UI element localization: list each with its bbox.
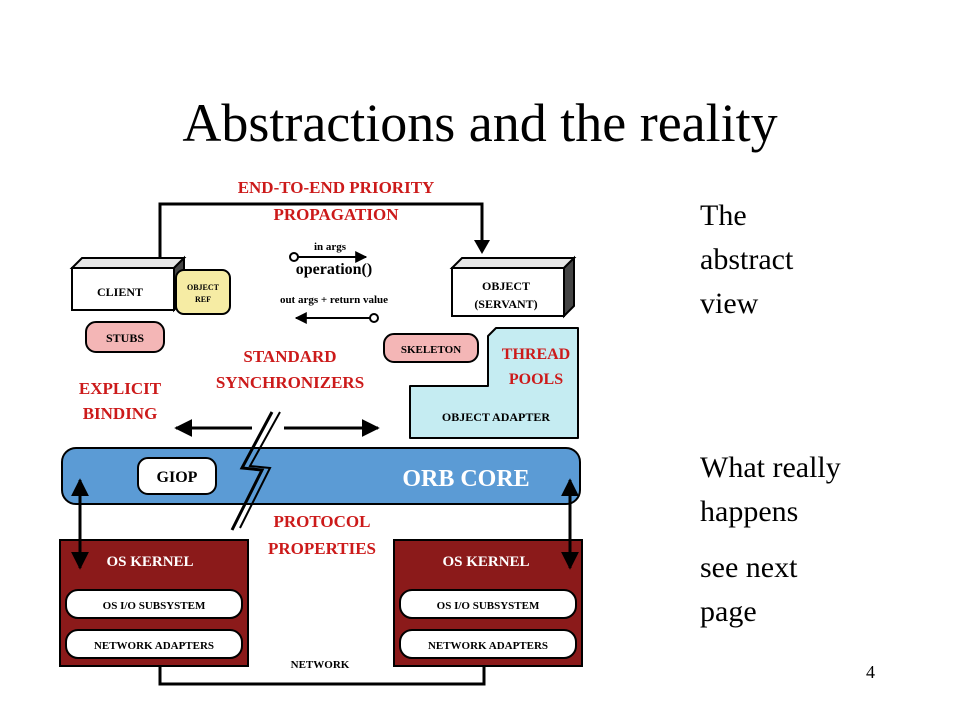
skeleton-box: [383, 333, 479, 363]
reality-caption: What really happens: [700, 446, 841, 534]
io-subsystem-left-label: OS I/O SUBSYSTEM: [103, 600, 206, 612]
skeleton-label: SKELETON: [401, 344, 461, 356]
explicit-label-2: BINDING: [83, 404, 158, 423]
orb-core-label: ORB CORE: [402, 466, 529, 492]
object-ref-label-1: OBJECT: [187, 283, 220, 292]
thread-pools-label-1: THREAD: [502, 346, 570, 363]
protocol-label-2: PROPERTIES: [268, 539, 376, 558]
client-box: [69, 255, 187, 313]
sync-label-1: STANDARD: [243, 347, 336, 366]
priority-label-line2: PROPAGATION: [274, 205, 400, 224]
network-adapters-left-label: NETWORK ADAPTERS: [94, 640, 214, 652]
caption-line: page: [700, 595, 757, 628]
network-label: NETWORK: [291, 659, 350, 671]
caption-line: The: [700, 199, 747, 232]
caption-line: happens: [700, 495, 799, 528]
operation-label: operation(): [296, 261, 372, 278]
io-subsystem-right-label: OS I/O SUBSYSTEM: [437, 600, 540, 612]
network-line: [158, 666, 486, 686]
caption-line: see next: [700, 551, 798, 584]
caption-line: What really: [700, 451, 841, 484]
object-ref-box: [175, 269, 231, 315]
caption-line: view: [700, 287, 759, 320]
client-label: CLIENT: [97, 285, 143, 299]
in-args-label: in args: [314, 241, 347, 253]
object-label-2: (SERVANT): [474, 297, 537, 311]
network-adapters-right-label: NETWORK ADAPTERS: [428, 640, 548, 652]
in-args-arrow: [289, 251, 368, 263]
protocol-label-1: PROTOCOL: [274, 512, 371, 531]
abstract-view-caption: The abstract view: [700, 194, 793, 326]
os-kernel-right-label: OS KERNEL: [442, 554, 529, 570]
io-subsystem-left: [65, 589, 243, 619]
object-adapter-label: OBJECT ADAPTER: [442, 410, 550, 424]
priority-label-line1: END-TO-END PRIORITY: [238, 178, 435, 197]
stubs-box: [85, 321, 165, 353]
object-ref-label-2: REF: [195, 295, 211, 304]
object-label-1: OBJECT: [482, 279, 530, 293]
page-number: 4: [866, 662, 875, 682]
thread-pools-label-2: POOLS: [509, 371, 563, 388]
object-servant-box: [449, 255, 577, 319]
stubs-label: STUBS: [106, 331, 144, 345]
priority-loop: [158, 202, 490, 262]
object-adapter-box: [409, 327, 579, 439]
explicit-label-1: EXPLICIT: [79, 379, 162, 398]
network-adapters-right: [399, 629, 577, 659]
giop-box: [137, 457, 217, 495]
vertical-arrows: [71, 478, 579, 570]
see-next-caption: see next page: [700, 546, 797, 634]
lightning-bolt-outline: [239, 411, 281, 529]
sync-label-2: SYNCHRONIZERS: [216, 373, 364, 392]
os-kernel-left-label: OS KERNEL: [106, 554, 193, 570]
giop-label: GIOP: [157, 469, 198, 486]
network-adapters-left: [65, 629, 243, 659]
lightning-bolt: [230, 411, 274, 531]
out-args-label: out args + return value: [280, 294, 388, 306]
out-args-arrow: [294, 312, 379, 324]
slide-title: Abstractions and the reality: [182, 93, 778, 153]
caption-line: abstract: [700, 243, 794, 276]
io-subsystem-right: [399, 589, 577, 619]
